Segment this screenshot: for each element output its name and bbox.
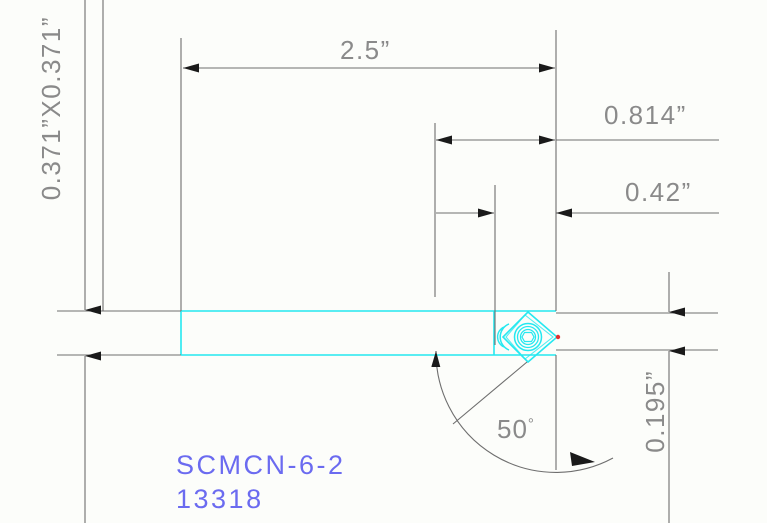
extension-lines-group xyxy=(57,0,718,470)
dimension-label-tip-height: 0.195” xyxy=(640,370,670,453)
part-model-number-label: SCMCN-6-2 xyxy=(176,450,346,480)
dimension-label-shank-cross-section: 0.371”X0.371” xyxy=(36,16,66,201)
shank-body xyxy=(180,310,556,356)
degree-symbol-icon: ° xyxy=(527,415,534,433)
dimension-label-overall-length: 2.5” xyxy=(340,35,391,65)
dimension-label-insert-offset: 0.42” xyxy=(625,177,692,207)
lead-angle-value: 50 xyxy=(497,414,528,444)
dimension-arc-lead-angle xyxy=(431,350,614,473)
cutting-insert-diamond xyxy=(501,310,559,364)
part-item-number-label: 13318 xyxy=(176,484,264,514)
cutting-tip-point xyxy=(555,334,561,340)
dimension-label-cutting-width: 0.814” xyxy=(604,100,687,130)
dimension-label-lead-angle: 50° xyxy=(497,414,534,445)
insert-clamp-arc xyxy=(496,323,510,351)
insert-screw-hole xyxy=(513,322,543,352)
part-geometry-group xyxy=(180,310,561,364)
